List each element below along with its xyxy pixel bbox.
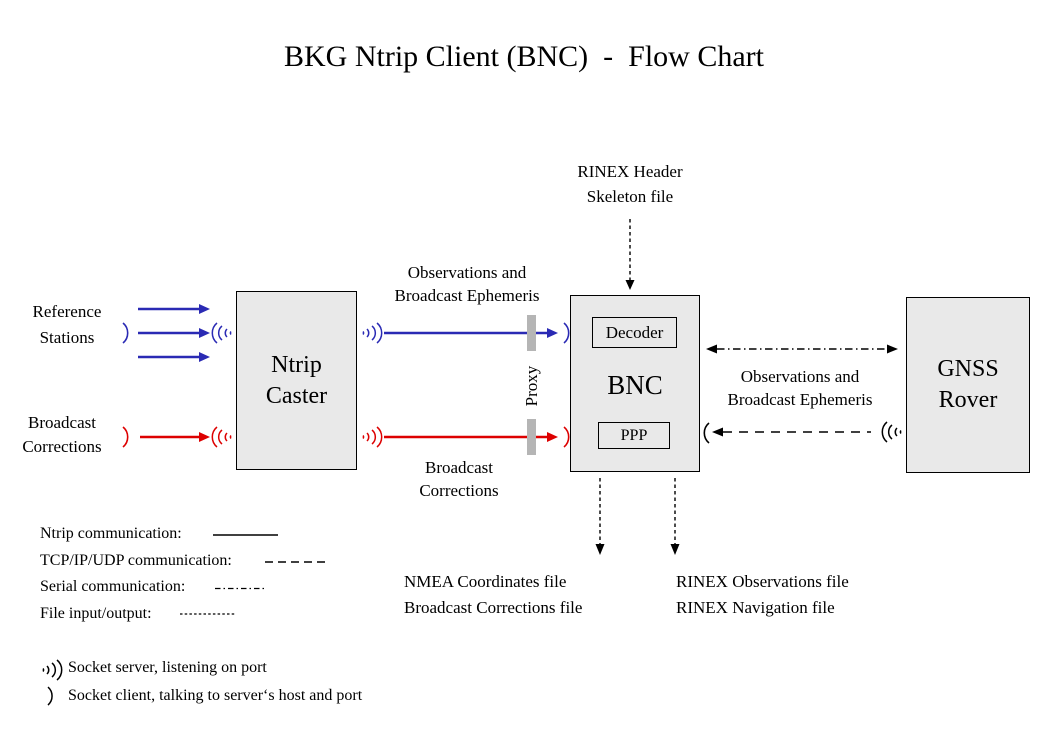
rinex-skeleton-label: RINEX Header Skeleton file [555,159,705,209]
arrowhead-icon [625,280,635,290]
nmea-output-line1: NMEA Coordinates file [404,572,567,591]
legend-socket-client-label: Socket client, talking to server‘s host … [68,687,363,704]
reference-station-arrowheads [199,304,210,362]
observations-to-rover-label: Observations and Broadcast Ephemeris [710,365,890,411]
wave-arc [42,667,45,673]
reference-stations-line2: Stations [39,328,95,347]
bnc-label: BNC [607,370,663,400]
wave-arc [217,429,223,445]
reference-station-arrows [138,307,199,359]
legend-file-label: File input/output: [40,605,152,622]
socket-server-icon [362,426,383,448]
legend-socket-server-label: Socket server, listening on port [68,659,267,676]
ppp-label: PPP [620,426,648,444]
wave-arc [371,429,377,445]
wave-arc [362,434,365,440]
rinex-output-line2: RINEX Navigation file [676,598,835,617]
wave-arc [376,426,383,448]
wave-arc [229,434,232,440]
arrowhead-icon [199,304,210,314]
broadcast-corrections-to-bnc-line1: Broadcast [425,458,493,477]
reference-stations-line1: Reference [32,302,102,321]
wave-arc [371,325,377,341]
decoder-label: Decoder [605,322,664,342]
broadcast-corrections-input-label: Broadcast Corrections [6,411,118,459]
rinex-skeleton-line2: Skeleton file [586,187,674,206]
reference-stations-label: Reference Stations [11,299,123,351]
arrowhead-icon [706,344,717,354]
socket-server-icon [362,322,383,344]
ntrip-caster-line2: Caster [265,382,328,409]
socket-client-icon [122,322,129,344]
broadcast-corrections-to-bnc-line2: Corrections [419,481,499,500]
wave-arc [366,432,370,442]
rinex-output-label: RINEX Observations file RINEX Navigation… [676,569,849,621]
arrowhead-icon [595,544,605,555]
wave-arc [224,328,228,338]
wave-arc [211,426,218,448]
arrowhead-icon [547,328,558,338]
broadcast-corrections-input-line1: Broadcast [28,413,96,432]
wave-arc [56,659,63,681]
observations-to-bnc-label: Observations and Broadcast Ephemeris [377,261,557,307]
observations-to-bnc-line1: Observations and [407,263,527,282]
socket-client-icon [122,426,129,448]
observations-to-rover-line1: Observations and [740,367,860,386]
wave-arc [894,427,898,437]
wave-arc [376,322,383,344]
wave-arc [46,665,50,675]
socket-server-icon [42,659,63,681]
arrowhead-icon [199,432,210,442]
broadcast-corrections-to-bnc-label: Broadcast Corrections [398,456,520,502]
wave-arc [881,421,888,443]
nmea-output-line2: Broadcast Corrections file [404,598,583,617]
rinex-skeleton-line1: RINEX Header [577,162,683,181]
socket-client-icon [703,422,710,444]
observations-to-bnc-line2: Broadcast Ephemeris [394,286,540,305]
ntrip-caster-box: Ntrip Caster [236,291,357,470]
legend-ntrip-label: Ntrip communication: [40,525,182,542]
arrowhead-icon [199,352,210,362]
arrowhead-icon [547,432,558,442]
proxy-bar [527,419,536,455]
ntrip-caster-label: Ntrip Caster [266,350,327,412]
wave-arc [899,429,902,435]
arrowhead-icon [199,328,210,338]
socket-client-icon [47,686,53,706]
socket-server-icon [881,421,902,443]
arrowhead-icon [670,544,680,555]
arrowhead-icon [712,427,723,437]
legend-serial-label: Serial communication: [40,578,186,595]
observations-to-rover-line2: Broadcast Ephemeris [727,390,873,409]
wave-arc [229,330,232,336]
proxy-bar [527,315,536,351]
gnss-rover-box: GNSS Rover [906,297,1030,473]
gnss-rover-line1: GNSS [937,356,999,382]
ppp-box: PPP [598,422,670,449]
arrowhead-icon [887,344,898,354]
wave-arc [224,432,228,442]
wave-arc [211,322,218,344]
rinex-output-line1: RINEX Observations file [676,572,849,591]
broadcast-corrections-input-line2: Corrections [22,437,102,456]
legend-tcp-label: TCP/IP/UDP communication: [40,552,232,569]
wave-arc [217,325,223,341]
page-title: BKG Ntrip Client (BNC) - Flow Chart [284,40,764,73]
socket-client-icon [563,322,570,344]
wave-arc [366,328,370,338]
nmea-output-label: NMEA Coordinates file Broadcast Correcti… [404,569,582,621]
socket-server-icon [211,426,232,448]
wave-arc [887,424,893,440]
wave-arc [362,330,365,336]
socket-server-icon [211,322,232,344]
wave-arc [51,662,57,678]
gnss-rover-line2: Rover [938,387,998,413]
decoder-box: Decoder [592,317,677,348]
socket-client-icon [563,426,570,448]
ntrip-caster-line1: Ntrip [271,351,322,378]
gnss-rover-label: GNSS Rover [937,354,998,416]
